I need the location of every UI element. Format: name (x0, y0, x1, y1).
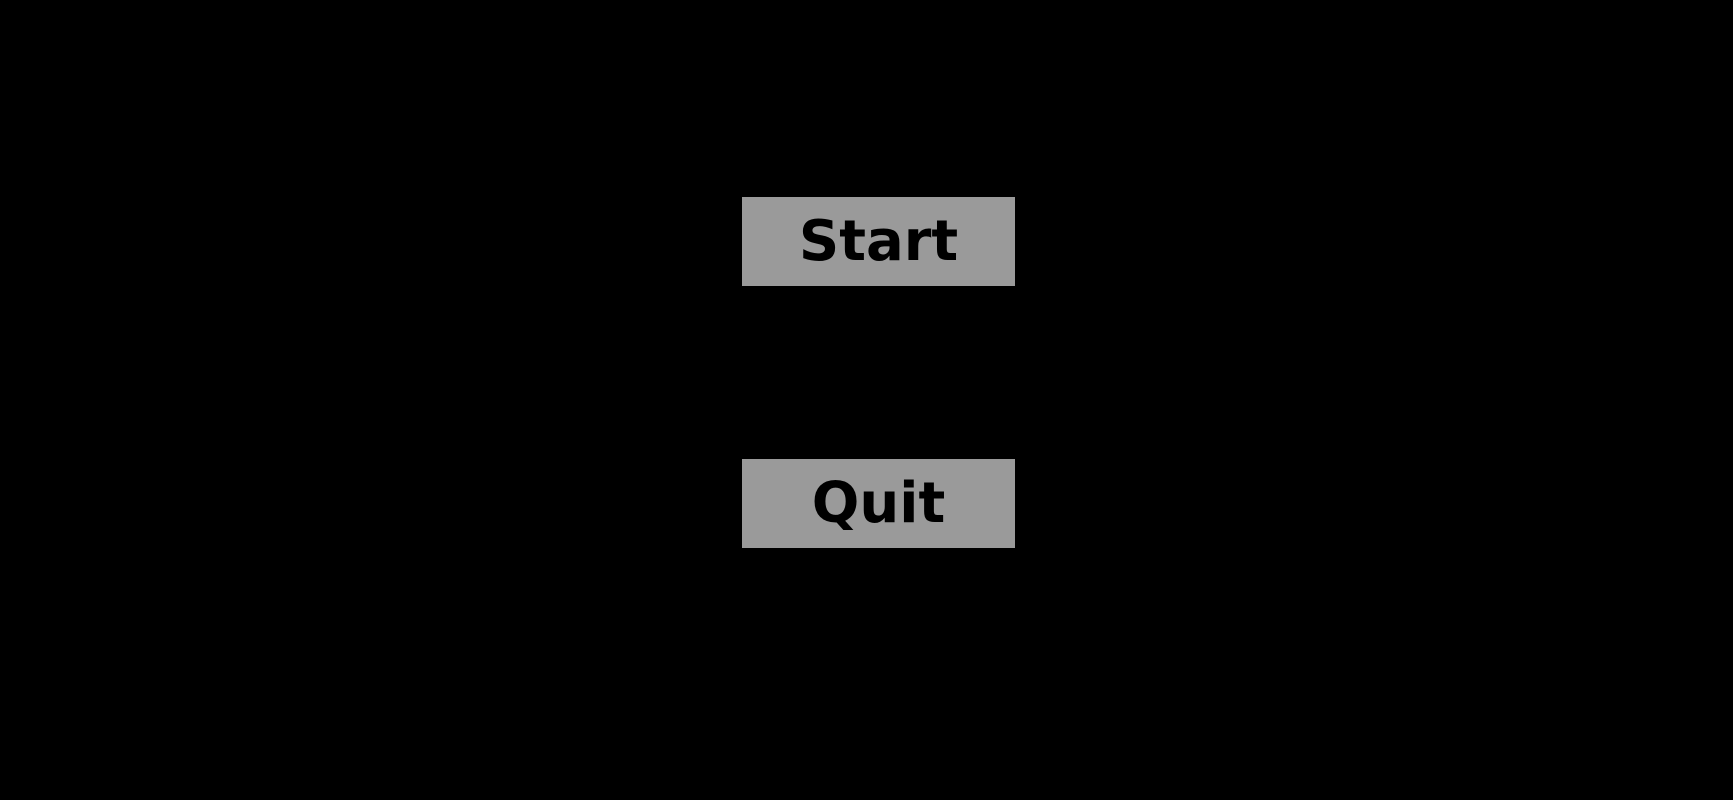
quit-button[interactable]: Quit (742, 459, 1015, 548)
start-button[interactable]: Start (742, 197, 1015, 286)
